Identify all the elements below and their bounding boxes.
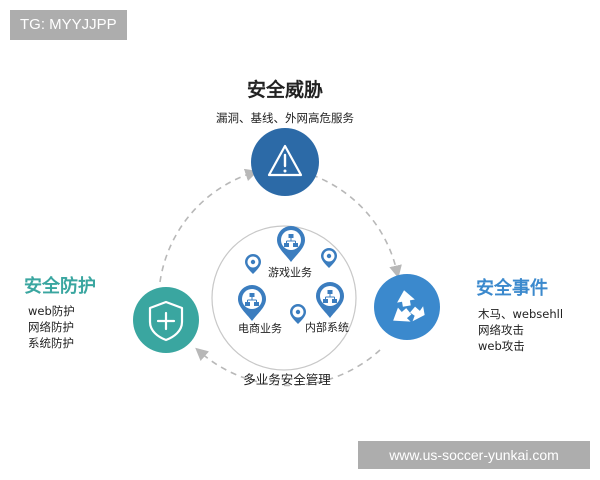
- network-icon: [284, 234, 298, 247]
- pin-label: 游戏业务: [268, 266, 312, 279]
- shield-plus-icon: [148, 300, 184, 342]
- network-icon: [323, 290, 337, 303]
- cycle-arc-event-to-protect: [195, 347, 381, 387]
- pin-label: 电商业务: [238, 321, 282, 335]
- small-pin-icon: [290, 304, 306, 324]
- business-pins: 游戏业务 电商业务 内部系统: [238, 226, 349, 335]
- small-pin-icon: [245, 254, 261, 274]
- warning-triangle-icon: [267, 144, 303, 177]
- event-item: web攻击: [478, 339, 525, 353]
- pin-label: 内部系统: [305, 320, 349, 334]
- protect-node: 安全防护 web防护 网络防护 系统防护: [24, 275, 199, 353]
- recycle-arrows-icon: [393, 290, 425, 322]
- watermark-bottom: www.us-soccer-yunkai.com: [358, 441, 590, 469]
- event-item: 网络攻击: [478, 323, 524, 337]
- event-circle: [374, 274, 440, 340]
- outer-cycle: [159, 168, 402, 387]
- cycle-arc-threat-to-event: [311, 174, 402, 279]
- protect-item: 网络防护: [28, 320, 74, 334]
- pin-icon: [238, 285, 266, 321]
- pin-icon: [277, 226, 305, 262]
- event-item: 木马、websehll: [478, 307, 563, 321]
- protect-item: web防护: [28, 304, 75, 318]
- event-node: 安全事件 木马、websehll 网络攻击 web攻击: [374, 274, 563, 353]
- protect-title: 安全防护: [24, 275, 96, 297]
- protect-item: 系统防护: [28, 336, 74, 350]
- small-pin-icon: [321, 248, 337, 268]
- threat-subtitle: 漏洞、基线、外网高危服务: [216, 111, 354, 125]
- pin-icon: [316, 282, 344, 318]
- watermark-top: TG: MYYJJPP: [10, 10, 127, 40]
- center-caption: 多业务安全管理: [243, 372, 331, 387]
- event-title: 安全事件: [476, 277, 548, 299]
- threat-node: 安全威胁 漏洞、基线、外网高危服务: [216, 78, 354, 196]
- threat-title: 安全威胁: [247, 78, 323, 101]
- network-icon: [245, 293, 259, 306]
